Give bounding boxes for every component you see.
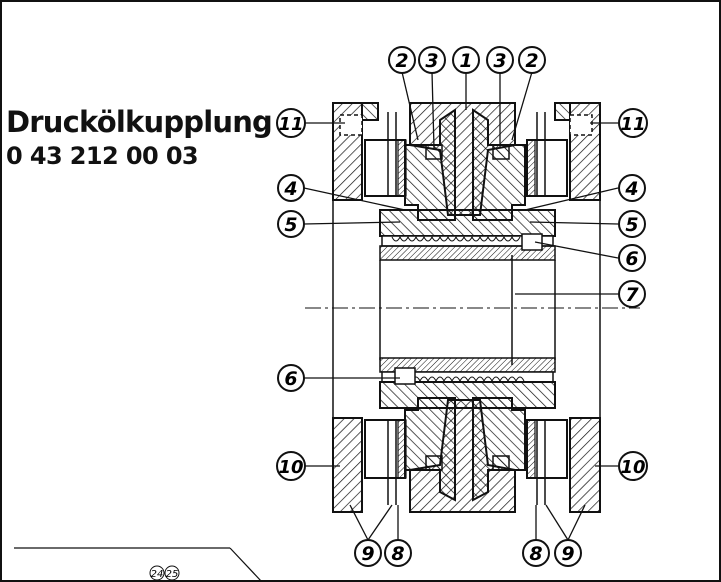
svg-text:9: 9 [561, 543, 574, 565]
callout-8-right: 8 [522, 539, 550, 567]
part-number: 0 43 212 00 03 [6, 142, 199, 170]
callout-6-right: 6 [618, 244, 646, 272]
svg-text:6: 6 [625, 248, 638, 270]
svg-text:3: 3 [493, 50, 506, 72]
svg-text:10: 10 [278, 457, 303, 478]
callout-leaders [303, 71, 619, 541]
callout-2-right: 2 [518, 46, 546, 74]
svg-text:4: 4 [283, 178, 297, 200]
callout-2-left: 2 [388, 46, 416, 74]
callout-9-left: 9 [354, 539, 382, 567]
page-ref-24: 24 [151, 569, 164, 580]
callout-4-left: 4 [277, 174, 305, 202]
callout-5-right: 5 [618, 210, 646, 238]
svg-text:7: 7 [625, 284, 639, 306]
callout-7: 7 [618, 280, 646, 308]
callout-3-right: 3 [486, 46, 514, 74]
svg-text:3: 3 [425, 50, 438, 72]
drawing-title: Druckölkupplung [6, 105, 273, 139]
callout-6-left: 6 [277, 364, 305, 392]
callout-11-left: 11 [276, 108, 306, 138]
svg-text:1: 1 [459, 50, 472, 72]
svg-text:5: 5 [625, 214, 638, 236]
svg-text:5: 5 [284, 214, 297, 236]
svg-text:9: 9 [361, 543, 374, 565]
callout-11-right: 11 [618, 108, 648, 138]
callout-9-right: 9 [554, 539, 582, 567]
svg-text:4: 4 [624, 178, 638, 200]
callout-5-left: 5 [277, 210, 305, 238]
svg-text:2: 2 [525, 50, 538, 72]
upper-section [332, 102, 601, 420]
callout-3-left: 3 [418, 46, 446, 74]
callout-10-left: 10 [276, 451, 306, 481]
callout-8-left: 8 [384, 539, 412, 567]
lower-section [332, 357, 601, 513]
page-reference-tab: 24 25 [14, 547, 263, 582]
svg-text:8: 8 [391, 543, 404, 565]
svg-text:10: 10 [620, 457, 645, 478]
callout-4-right: 4 [618, 174, 646, 202]
svg-text:8: 8 [529, 543, 542, 565]
svg-text:2: 2 [395, 50, 408, 72]
svg-text:11: 11 [278, 114, 303, 135]
svg-text:11: 11 [620, 114, 645, 135]
callout-10-right: 10 [618, 451, 648, 481]
callout-1: 1 [452, 46, 480, 74]
page-ref-25: 25 [166, 569, 179, 580]
svg-text:6: 6 [284, 368, 297, 390]
